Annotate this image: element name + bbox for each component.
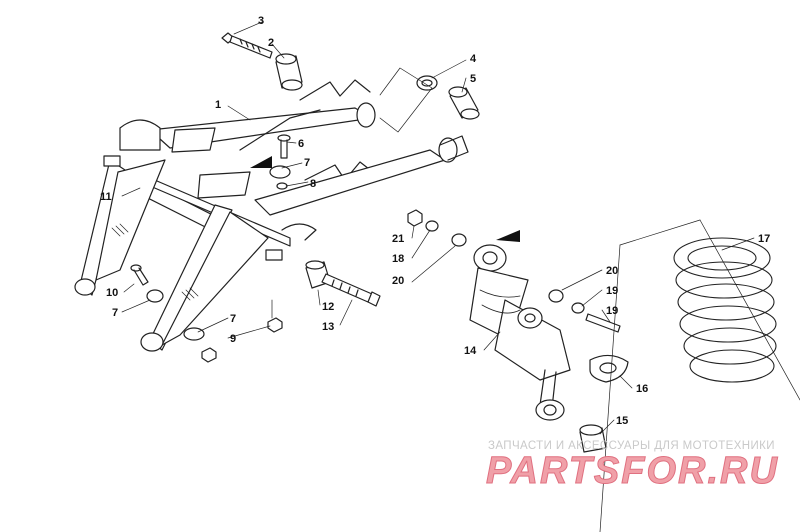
washer-part-19-left — [425, 220, 439, 232]
callout-4: 4 — [470, 53, 477, 65]
callout-5: 5 — [470, 73, 476, 85]
front-arrow-right — [496, 230, 520, 242]
washer-part-7-bottom — [183, 327, 205, 341]
swing-arm — [74, 79, 469, 352]
callout-7-left: 7 — [112, 307, 118, 319]
callout-7-top: 7 — [304, 157, 310, 169]
bushing-part-2 — [275, 53, 303, 91]
watermark-logo: PARTSFOR.RU — [486, 450, 779, 493]
oring-part-20-left — [451, 233, 467, 247]
washer-part-19-right — [571, 302, 585, 314]
shock-absorber — [469, 244, 571, 421]
bolt-part-13 — [321, 273, 381, 307]
callout-7-bottom: 7 — [230, 313, 236, 325]
sleeve-part-5 — [448, 86, 480, 120]
callout-9: 9 — [230, 333, 236, 345]
callout-15: 15 — [616, 415, 628, 427]
screw-part-6 — [277, 134, 291, 159]
nut-part-21 — [407, 209, 423, 227]
nut-part-9 — [267, 317, 283, 333]
callout-10: 10 — [106, 287, 118, 299]
washer-part-7-left — [146, 289, 164, 303]
front-arrow-left — [250, 156, 272, 168]
callout-20-left: 20 — [392, 275, 404, 287]
bolt-part-18 — [585, 313, 621, 333]
callout-12: 12 — [322, 301, 334, 313]
callout-18: 19 — [606, 305, 618, 317]
bolt-part-3 — [221, 32, 273, 59]
callout-20-right: 20 — [606, 265, 618, 277]
callout-19-right: 19 — [606, 285, 618, 297]
callout-17: 17 — [758, 233, 770, 245]
callout-16: 16 — [636, 383, 648, 395]
callout-19-left: 18 — [392, 253, 404, 265]
callout-21: 21 — [392, 233, 404, 245]
screw-part-10 — [130, 264, 149, 286]
nut-part-9b — [201, 347, 217, 363]
watermark-tagline: ЗАПЧАСТИ И АКСЕССУАРЫ ДЛЯ МОТОТЕХНИКИ — [488, 440, 775, 452]
washer-part-7-top — [269, 165, 291, 179]
callout-14: 14 — [464, 345, 477, 357]
pin-part-8 — [276, 182, 288, 190]
oring-part-20-right — [548, 289, 564, 303]
callout-13: 13 — [322, 321, 334, 333]
callout-6: 6 — [298, 138, 304, 150]
callout-3: 3 — [258, 15, 264, 27]
coil-spring — [673, 237, 777, 383]
callout-11: 11 — [100, 191, 112, 203]
washer-part-4 — [416, 75, 438, 91]
callout-2: 2 — [268, 37, 274, 49]
callout-8: 8 — [310, 178, 316, 190]
callout-1: 1 — [215, 99, 221, 111]
